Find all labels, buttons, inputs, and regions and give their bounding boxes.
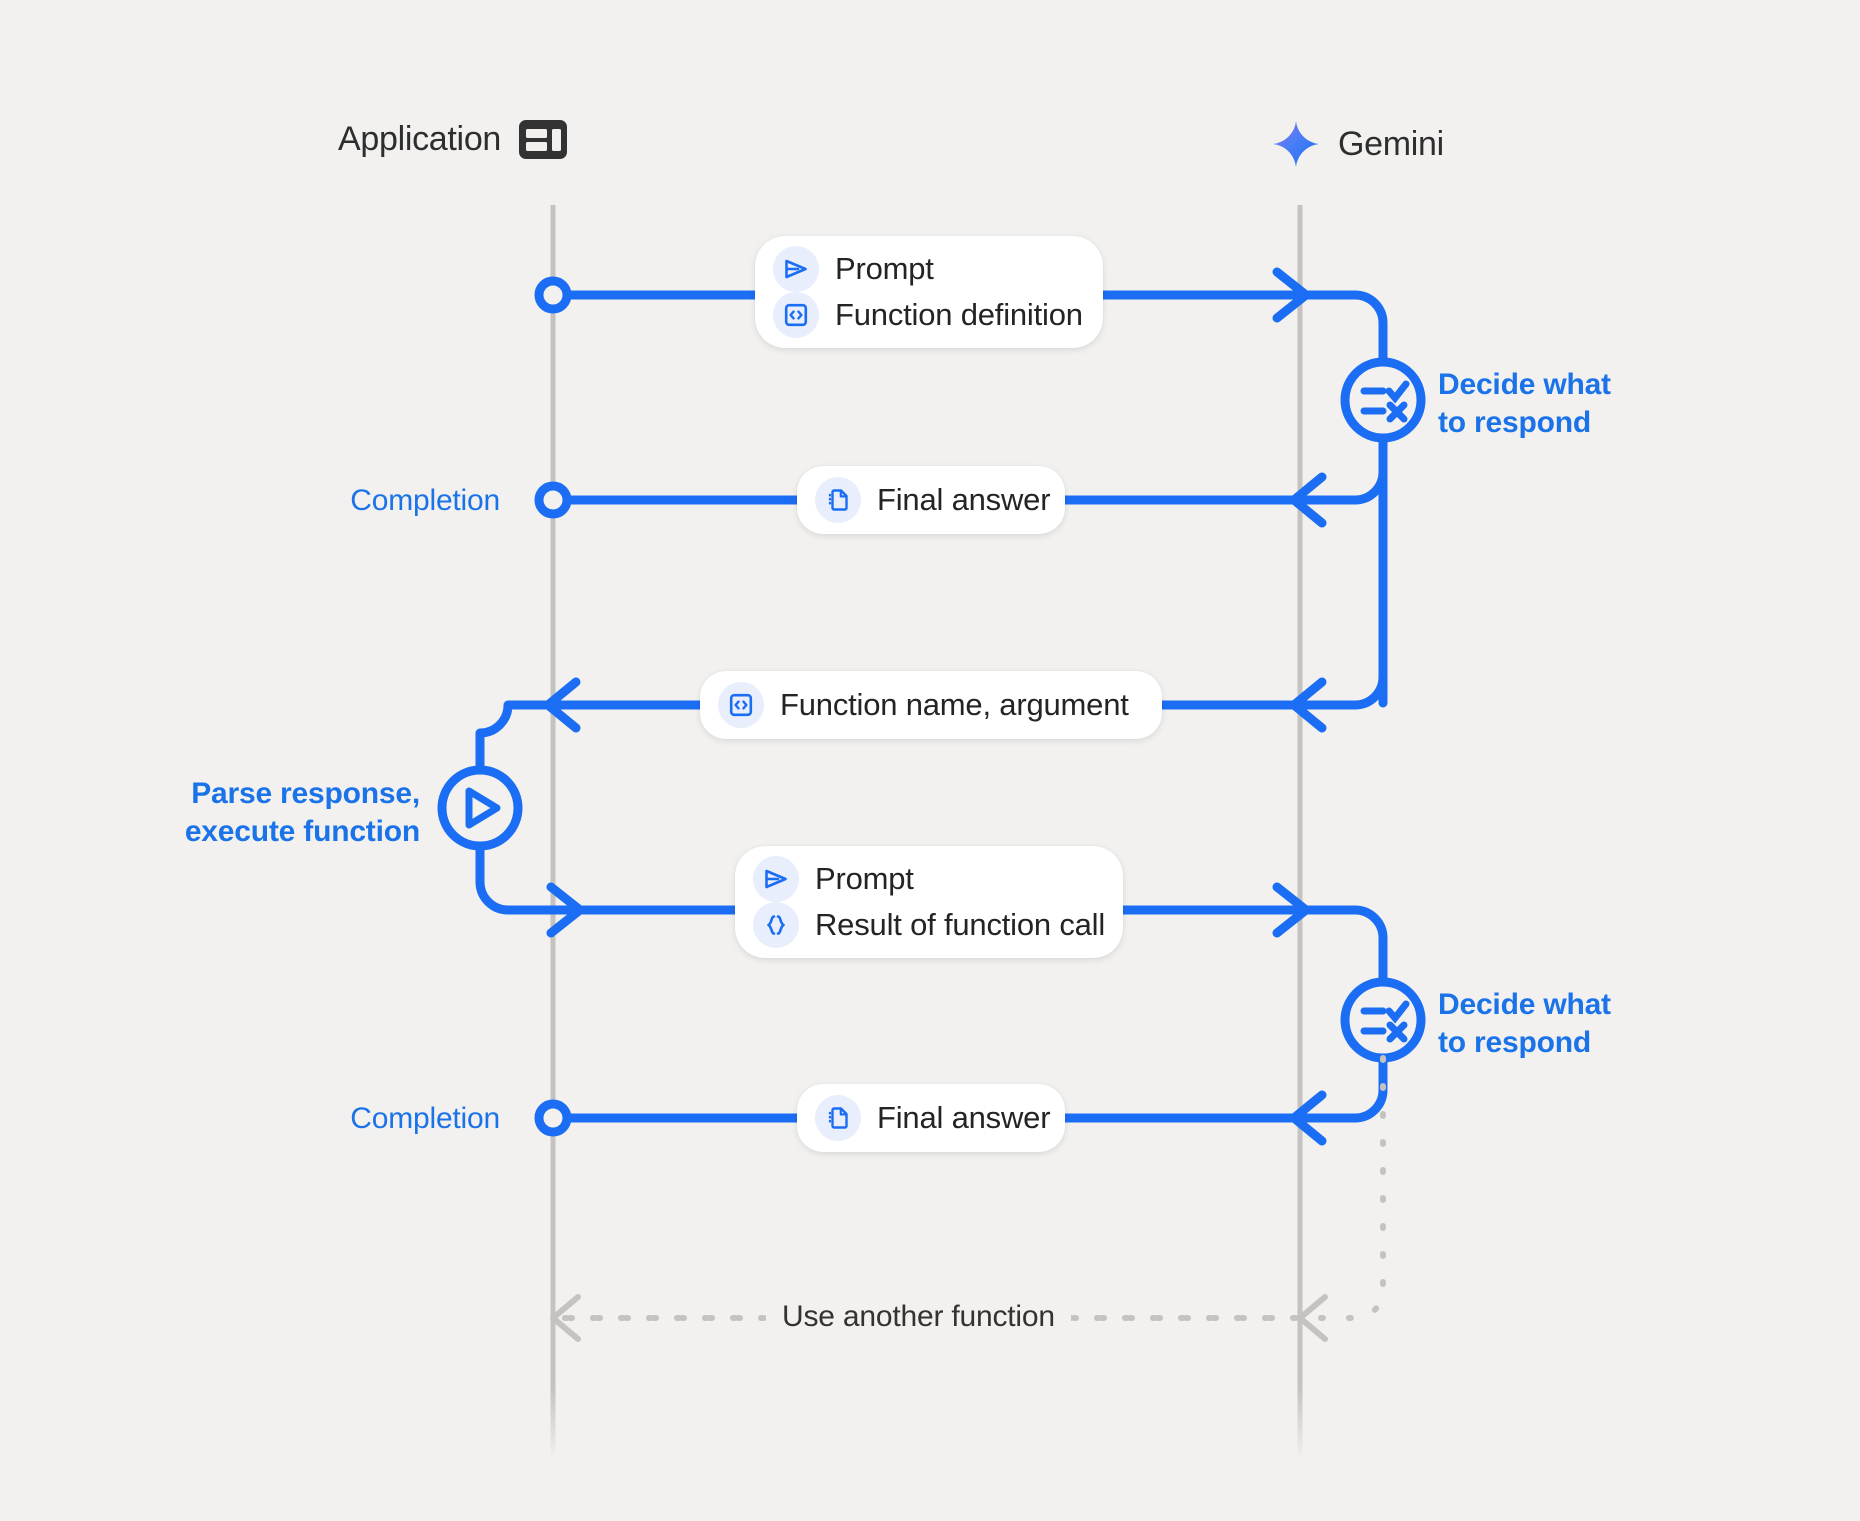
message-pill-prompt-function-definition: Prompt Function definition <box>755 236 1103 348</box>
pill-row-label: Result of function call <box>815 907 1106 942</box>
process-node-decide-1 <box>1340 357 1426 708</box>
actor-application-label: Application <box>338 120 502 158</box>
application-window-icon <box>519 120 568 159</box>
actor-gemini: Gemini <box>1272 120 1444 168</box>
message-pill-final-answer-1: Final answer <box>797 466 1065 534</box>
pill-row-label: Prompt <box>835 251 934 286</box>
process-node-decide-2 <box>1340 977 1426 1063</box>
actor-gemini-label: Gemini <box>1338 124 1444 163</box>
message-pill-final-answer-2: Final answer <box>797 1084 1065 1152</box>
play-execute-icon <box>465 787 501 829</box>
process-label-decide-2: Decide what to respond <box>1438 988 1611 1059</box>
pill-row: Function name, argument <box>718 682 1134 728</box>
message-pill-function-name-argument: Function name, argument <box>700 671 1162 739</box>
process-label-decide-1: Decide what to respond <box>1438 368 1611 439</box>
origin-label-completion-1: Completion <box>350 484 500 517</box>
code-brackets-icon <box>718 682 764 728</box>
loop-label: Use another function <box>766 1300 1071 1334</box>
send-prompt-icon <box>753 856 799 902</box>
gemini-sparkle-icon <box>1273 121 1319 167</box>
pill-row: Final answer <box>815 477 1051 523</box>
pill-row: Function definition <box>773 292 1083 338</box>
message-pill-prompt-result: Prompt Result of function call <box>735 846 1123 958</box>
pill-row: Prompt <box>773 246 1075 292</box>
origin-label-completion-2: Completion <box>350 1102 500 1135</box>
actor-application: Application <box>338 120 568 159</box>
code-brackets-icon <box>773 292 819 338</box>
send-prompt-icon <box>773 246 819 292</box>
pill-row: Result of function call <box>753 902 1105 948</box>
process-node-parse-execute <box>437 765 523 851</box>
lifeline-application <box>550 205 556 1460</box>
checklist-decision-icon <box>1360 1000 1410 1043</box>
flow-parse-route <box>475 700 558 915</box>
pill-row: Prompt <box>753 856 1095 902</box>
pill-row-label: Final answer <box>877 1100 1051 1135</box>
process-label-parse-execute: Parse response, execute function <box>184 777 420 848</box>
origin-markers <box>534 276 572 1137</box>
pill-row-label: Final answer <box>877 482 1051 517</box>
document-icon <box>815 477 861 523</box>
lifeline-gemini <box>1297 205 1303 1460</box>
checklist-decision-icon <box>1360 380 1410 423</box>
pill-row-label: Function definition <box>835 297 1083 332</box>
pill-row-label: Function name, argument <box>780 687 1129 722</box>
document-icon <box>815 1095 861 1141</box>
pill-row: Final answer <box>815 1095 1051 1141</box>
curly-braces-icon <box>753 902 799 948</box>
pill-row-label: Prompt <box>815 861 914 896</box>
